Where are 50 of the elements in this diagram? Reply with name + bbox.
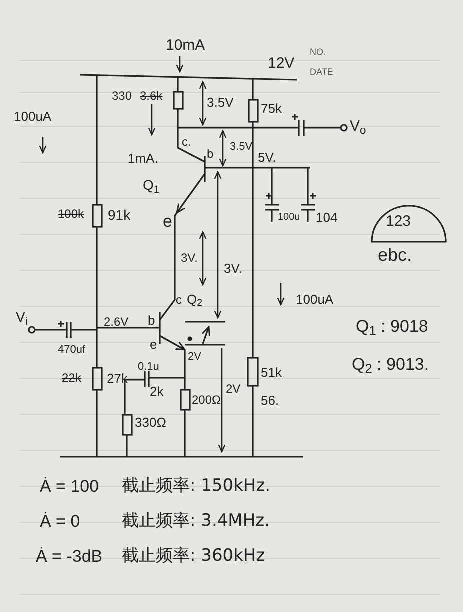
resistor-value: 330Ω: [135, 416, 166, 429]
cutoff-frequency-note: 截止频率: 3.4MHz.: [122, 513, 270, 530]
pin-label: c: [176, 294, 182, 306]
struck-value: 100k: [58, 208, 84, 220]
resistor-value: 75k: [261, 102, 282, 115]
gain-label: Ȧ = 100: [40, 478, 100, 495]
struck-value: 3.6k: [140, 90, 163, 102]
gain-label: Ȧ = -3dB: [36, 548, 103, 565]
transistor-label: Q$_{2}$: [187, 293, 203, 306]
pin-number-label: 123: [386, 214, 412, 229]
transistor-label: Q$_{1}$: [143, 178, 160, 192]
pin-label: e: [150, 338, 158, 351]
capacitor-value: 0.1u: [138, 362, 160, 373]
voltage-label: 2V: [188, 352, 202, 363]
input-terminal-label: V$_{i}$: [16, 310, 28, 324]
struck-value: 22k: [62, 372, 82, 384]
voltage-label: 2.6V: [104, 316, 129, 328]
cutoff-frequency-note: 截止频率: 360kHz: [122, 548, 266, 565]
current-label: 10mA: [166, 38, 206, 53]
capacitor-value: 100u: [278, 213, 300, 223]
pin-label: c.: [182, 136, 192, 148]
resistor-value: 200Ω: [192, 394, 221, 406]
current-label: 1mA.: [128, 152, 158, 165]
voltage-label: 3V.: [224, 262, 242, 275]
resistor-value: 91k: [108, 208, 131, 222]
current-label: 100uA: [14, 110, 52, 123]
header-label: NO.: [310, 48, 326, 57]
voltage-label: 2V: [226, 383, 241, 395]
gain-label: Ȧ = 0: [40, 513, 80, 530]
pin-name-label: ebc.: [378, 246, 412, 264]
current-label: 100uA: [296, 293, 334, 306]
resistor-value: 330: [112, 90, 132, 102]
pin-label: e: [163, 213, 172, 230]
resistor-value: 51k: [261, 366, 282, 379]
header-label: DATE: [310, 68, 334, 77]
resistor-value: 27k: [107, 372, 128, 385]
voltage-label: 12V: [268, 56, 295, 71]
capacitor-value: 104: [316, 211, 338, 224]
pin-label: b: [148, 314, 156, 327]
capacitor-value: 470uf: [58, 345, 86, 356]
output-terminal-label: V$_{o}$: [350, 119, 366, 134]
part-number-label: Q$_{2}$ : 9013.: [352, 356, 430, 373]
voltage-label: 3.5V: [207, 96, 234, 109]
resistor-value: 56.: [261, 394, 280, 407]
voltage-label: 5V.: [258, 151, 276, 164]
cutoff-frequency-note: 截止频率: 150kHz.: [122, 478, 271, 495]
resistor-value: 2k: [150, 385, 164, 398]
part-number-label: Q$_{1}$ : 9018: [356, 318, 428, 335]
pin-label: b: [207, 148, 214, 160]
voltage-label: 3V.: [181, 252, 198, 264]
